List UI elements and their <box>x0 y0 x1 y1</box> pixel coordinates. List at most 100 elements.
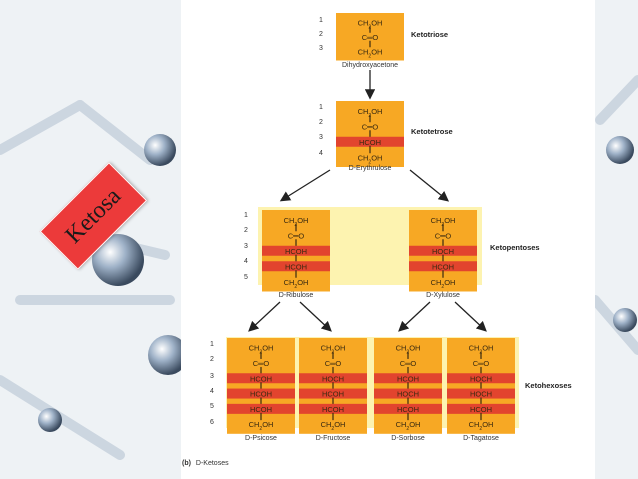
functional-group: CH2OH <box>249 420 274 432</box>
arrow-xylulose-tagatose <box>454 301 487 332</box>
molecule-name: D-Tagatose <box>463 435 499 442</box>
caption-text: D-Ketoses <box>196 460 229 467</box>
chiral-highlight <box>447 403 515 414</box>
functional-group: HCOH <box>250 390 272 399</box>
functional-group: HOCH <box>397 390 419 399</box>
chiral-highlight <box>299 373 367 384</box>
functional-group: CH2OH <box>396 420 421 432</box>
row-number: 2 <box>210 356 214 363</box>
molecule-name: Dihydroxyacetone <box>342 62 398 69</box>
molecule-box <box>336 13 404 61</box>
functional-group: CH2OH <box>396 344 421 356</box>
functional-group: HOCH <box>322 374 344 383</box>
chiral-highlight <box>299 403 367 414</box>
arrows <box>248 70 487 332</box>
row-number: 4 <box>244 258 248 265</box>
row-number: 3 <box>319 134 323 141</box>
functional-group: HCOH <box>470 405 492 414</box>
functional-group: C═O <box>325 359 342 368</box>
functional-group: HCOH <box>322 390 344 399</box>
functional-group: CH2OH <box>469 344 494 356</box>
row-numbers-hexose: 1 2 3 4 5 6 <box>210 341 214 426</box>
row-number: 5 <box>210 403 214 410</box>
molecule-name: D-Ribulose <box>279 292 314 299</box>
arrow-tetrose-xylulose <box>409 169 450 202</box>
row-numbers-triose: 1 2 3 <box>319 17 323 52</box>
chiral-highlight <box>447 373 515 384</box>
chiral-highlight <box>227 373 295 384</box>
functional-group: HCOH <box>397 405 419 414</box>
chiral-highlight <box>262 261 330 272</box>
row-number: 3 <box>210 373 214 380</box>
chiral-highlight <box>227 403 295 414</box>
molecule-fructose: CH2OH C═O HOCH HCOH HCOH CH2OH D-Fructose <box>299 338 367 442</box>
chiral-highlight <box>409 245 477 256</box>
row-number: 3 <box>319 45 323 52</box>
molecules-layer: CH2OHC═OCH2OHDihydroxyacetoneCH2OHC═OHCO… <box>227 13 515 442</box>
functional-group: HOCH <box>432 247 454 256</box>
row-numbers-pentose: 1 2 3 4 5 <box>244 212 248 281</box>
molecule-name: D-Sorbose <box>391 435 425 442</box>
functional-group: HCOH <box>285 247 307 256</box>
row-number: 3 <box>244 243 248 250</box>
figure-caption: (b) D-Ketoses <box>182 460 229 467</box>
functional-group: C═O <box>435 231 452 240</box>
row-number: 1 <box>210 341 214 348</box>
chiral-highlight <box>374 388 442 399</box>
class-label-ketohexoses: Ketohexoses <box>525 381 572 390</box>
arrow-tetrose-ribulose <box>279 169 331 202</box>
row-number: 2 <box>319 119 323 126</box>
functional-group: C═O <box>400 359 417 368</box>
arrow-ribulose-fructose <box>299 301 332 332</box>
functional-group: C═O <box>473 359 490 368</box>
chiral-highlight <box>227 388 295 399</box>
chiral-highlight <box>374 403 442 414</box>
functional-group: HCOH <box>250 405 272 414</box>
row-number: 1 <box>319 17 323 24</box>
class-label-ketotriose: Ketotriose <box>411 30 448 39</box>
functional-group: C═O <box>253 359 270 368</box>
functional-group: HCOH <box>250 374 272 383</box>
functional-group: HCOH <box>359 138 381 147</box>
molecule-name: D-Psicose <box>245 435 277 442</box>
chiral-highlight <box>299 388 367 399</box>
arrow-xylulose-sorbose <box>398 301 431 332</box>
functional-group: HCOH <box>322 405 344 414</box>
functional-group: CH2OH <box>249 344 274 356</box>
functional-group: C═O <box>362 33 379 42</box>
functional-group: CH2OH <box>321 420 346 432</box>
chiral-highlight <box>262 245 330 256</box>
row-number: 1 <box>319 104 323 111</box>
chiral-highlight <box>447 388 515 399</box>
class-label-ketotetrose: Ketotetrose <box>411 127 453 136</box>
functional-group: HOCH <box>470 374 492 383</box>
chiral-highlight <box>374 373 442 384</box>
row-number: 4 <box>210 388 214 395</box>
functional-group: HCOH <box>285 262 307 271</box>
molecule-name: D-Fructose <box>316 435 351 442</box>
molecule-psicose: CH2OH C═O HCOH HCOH HCOH CH2OH D-Psicose <box>227 338 295 442</box>
arrow-ribulose-psicose <box>248 301 281 332</box>
functional-group: CH2OH <box>321 344 346 356</box>
molecule-name: D-Xylulose <box>426 292 460 299</box>
row-number: 2 <box>244 227 248 234</box>
row-number: 4 <box>319 150 323 157</box>
chiral-highlight <box>336 136 404 147</box>
molecule-name: D-Erythrulose <box>349 165 392 172</box>
row-numbers-tetrose: 1 2 3 4 <box>319 104 323 157</box>
functional-group: HCOH <box>397 374 419 383</box>
caption-prefix: (b) <box>182 460 191 467</box>
functional-group: CH2OH <box>469 420 494 432</box>
row-number: 1 <box>244 212 248 219</box>
functional-group: HOCH <box>470 390 492 399</box>
molecule-sorbose: CH2OH C═O HCOH HOCH HCOH CH2OH D-Sorbose <box>374 338 442 442</box>
class-label-ketopentoses: Ketopentoses <box>490 243 540 252</box>
functional-group: C═O <box>362 122 379 131</box>
row-number: 6 <box>210 419 214 426</box>
functional-group: C═O <box>288 231 305 240</box>
